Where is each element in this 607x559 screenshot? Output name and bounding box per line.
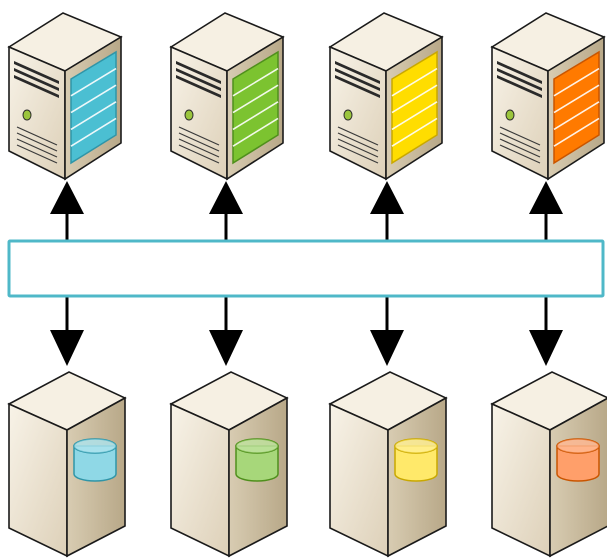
database-cylinder-icon [235,438,279,482]
power-led-icon [505,109,515,121]
server-tower-icon [490,12,606,181]
arrow-up-icon [50,181,84,214]
server-tower-icon [169,12,285,181]
server-tower-icon [7,12,123,181]
arrow-down-icon [209,330,243,366]
server-accent-panel [232,50,279,165]
database-server-icon [490,371,607,558]
servers-row [7,12,606,181]
arrow-up-icon [209,181,243,214]
database-server-icon [328,371,448,558]
server-tower-icon [328,12,444,181]
database-cylinder-icon [73,438,117,482]
power-led-icon [343,109,353,121]
database-cylinder-icon [394,438,438,482]
server-accent-panel [553,50,600,165]
server-accent-panel [391,50,438,165]
database-cylinder-icon [556,438,600,482]
arrow-up-icon [370,181,404,214]
database-server-icon [169,371,289,558]
server-accent-panel [70,50,117,165]
arrow-down-icon [50,330,84,366]
arrow-up-icon [529,181,563,214]
arrows-layer [50,181,563,366]
databases-row [7,371,607,558]
integration-bus [7,239,605,298]
power-led-icon [184,109,194,121]
arrow-down-icon [529,330,563,366]
arrow-down-icon [370,330,404,366]
database-server-icon [7,371,127,558]
power-led-icon [22,109,32,121]
